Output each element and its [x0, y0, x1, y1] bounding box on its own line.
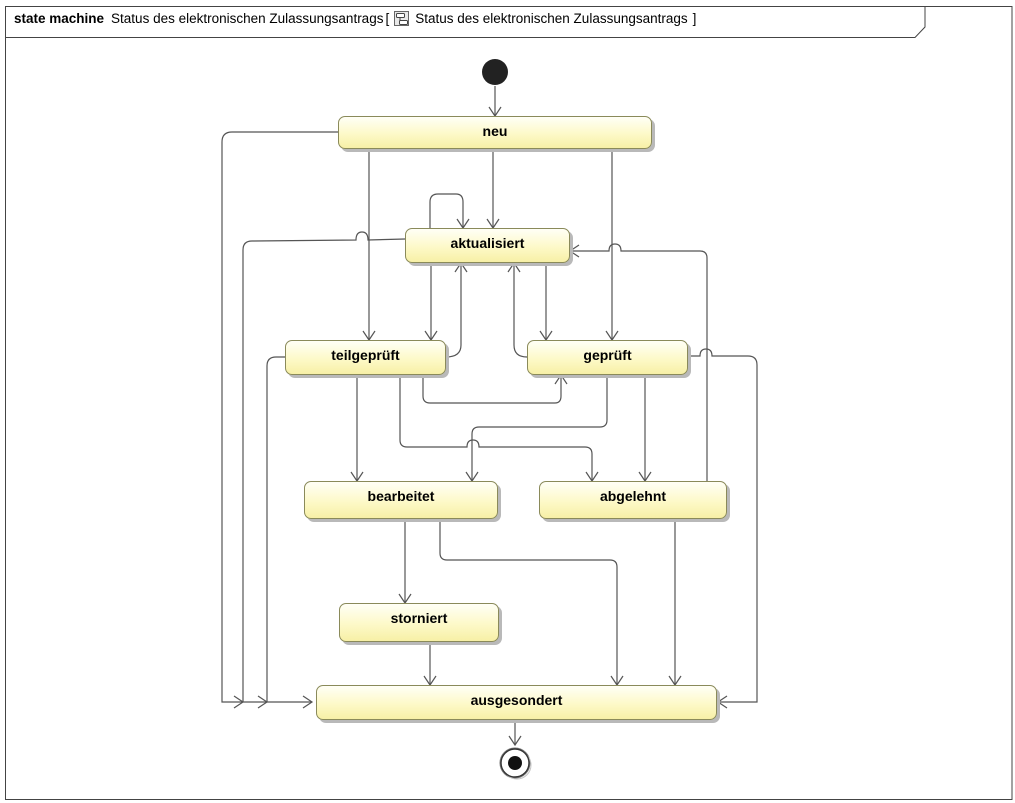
transition-teilgeprueft-abgelehnt [399, 375, 593, 481]
state-label: storniert [390, 610, 448, 626]
arrowhead [454, 261, 468, 273]
bracket-close: ] [692, 11, 697, 26]
state-bearbeitet[interactable]: bearbeitet [304, 481, 498, 519]
arrowhead [257, 695, 269, 709]
transition-geprueft-aktualisiert [513, 263, 528, 358]
arrowhead [716, 695, 728, 709]
transition-teilgeprueft-geprueft [422, 375, 562, 404]
arrowhead [302, 695, 314, 709]
transition-abgelehnt-aktualisiert [570, 243, 708, 486]
bracket-open: [ [385, 11, 390, 26]
transition-neu-ausgesondert [221, 131, 338, 703]
arrowhead [554, 373, 568, 385]
state-abgelehnt[interactable]: abgelehnt [539, 481, 727, 519]
arrowhead [568, 244, 580, 258]
frame-heading-tab [5, 6, 926, 38]
final-state [499, 747, 532, 780]
diagram-header: state machine Status des elektronischen … [14, 11, 698, 26]
diagram-name: Status des elektronischen Zulassungsantr… [111, 11, 384, 26]
state-teilgeprueft[interactable]: teilgeprüft [285, 340, 446, 375]
arrowhead [233, 695, 245, 709]
transition-teilgeprueft-aktualisiert [445, 263, 462, 358]
state-ausgesondert[interactable]: ausgesondert [316, 685, 717, 720]
arrowhead [508, 735, 522, 747]
state-neu[interactable]: neu [338, 116, 652, 149]
arrowheads [233, 106, 728, 747]
transition-aktualisiert-self [429, 193, 464, 228]
state-label: abgelehnt [599, 488, 667, 504]
state-geprueft[interactable]: geprüft [527, 340, 688, 375]
transition-geprueft-bearbeitet [471, 375, 608, 481]
state-machine-diagram-icon[interactable] [394, 11, 410, 26]
state-label: ausgesondert [470, 692, 563, 708]
state-label: geprüft [583, 347, 632, 363]
state-label: neu [482, 123, 508, 139]
transition-bearbeitet-ausgesondert [439, 519, 618, 685]
arrowhead [507, 261, 521, 273]
transition-aktualisiert-ausgesondert [242, 231, 406, 702]
frame-border [5, 6, 1013, 800]
state-storniert[interactable]: storniert [339, 603, 499, 642]
initial-pseudostate [482, 59, 508, 85]
state-aktualisiert[interactable]: aktualisiert [405, 228, 570, 263]
diagram-reference[interactable]: Status des elektronischen Zulassungsantr… [415, 11, 688, 26]
transition-geprueft-ausgesondert [688, 348, 758, 703]
transition-teilgeprueft-ausgesondert [266, 356, 285, 702]
state-label: aktualisiert [450, 235, 525, 251]
diagram-kind: state machine [14, 11, 105, 26]
state-label: teilgeprüft [331, 347, 400, 363]
state-label: bearbeitet [367, 488, 435, 504]
transitions [221, 86, 758, 745]
